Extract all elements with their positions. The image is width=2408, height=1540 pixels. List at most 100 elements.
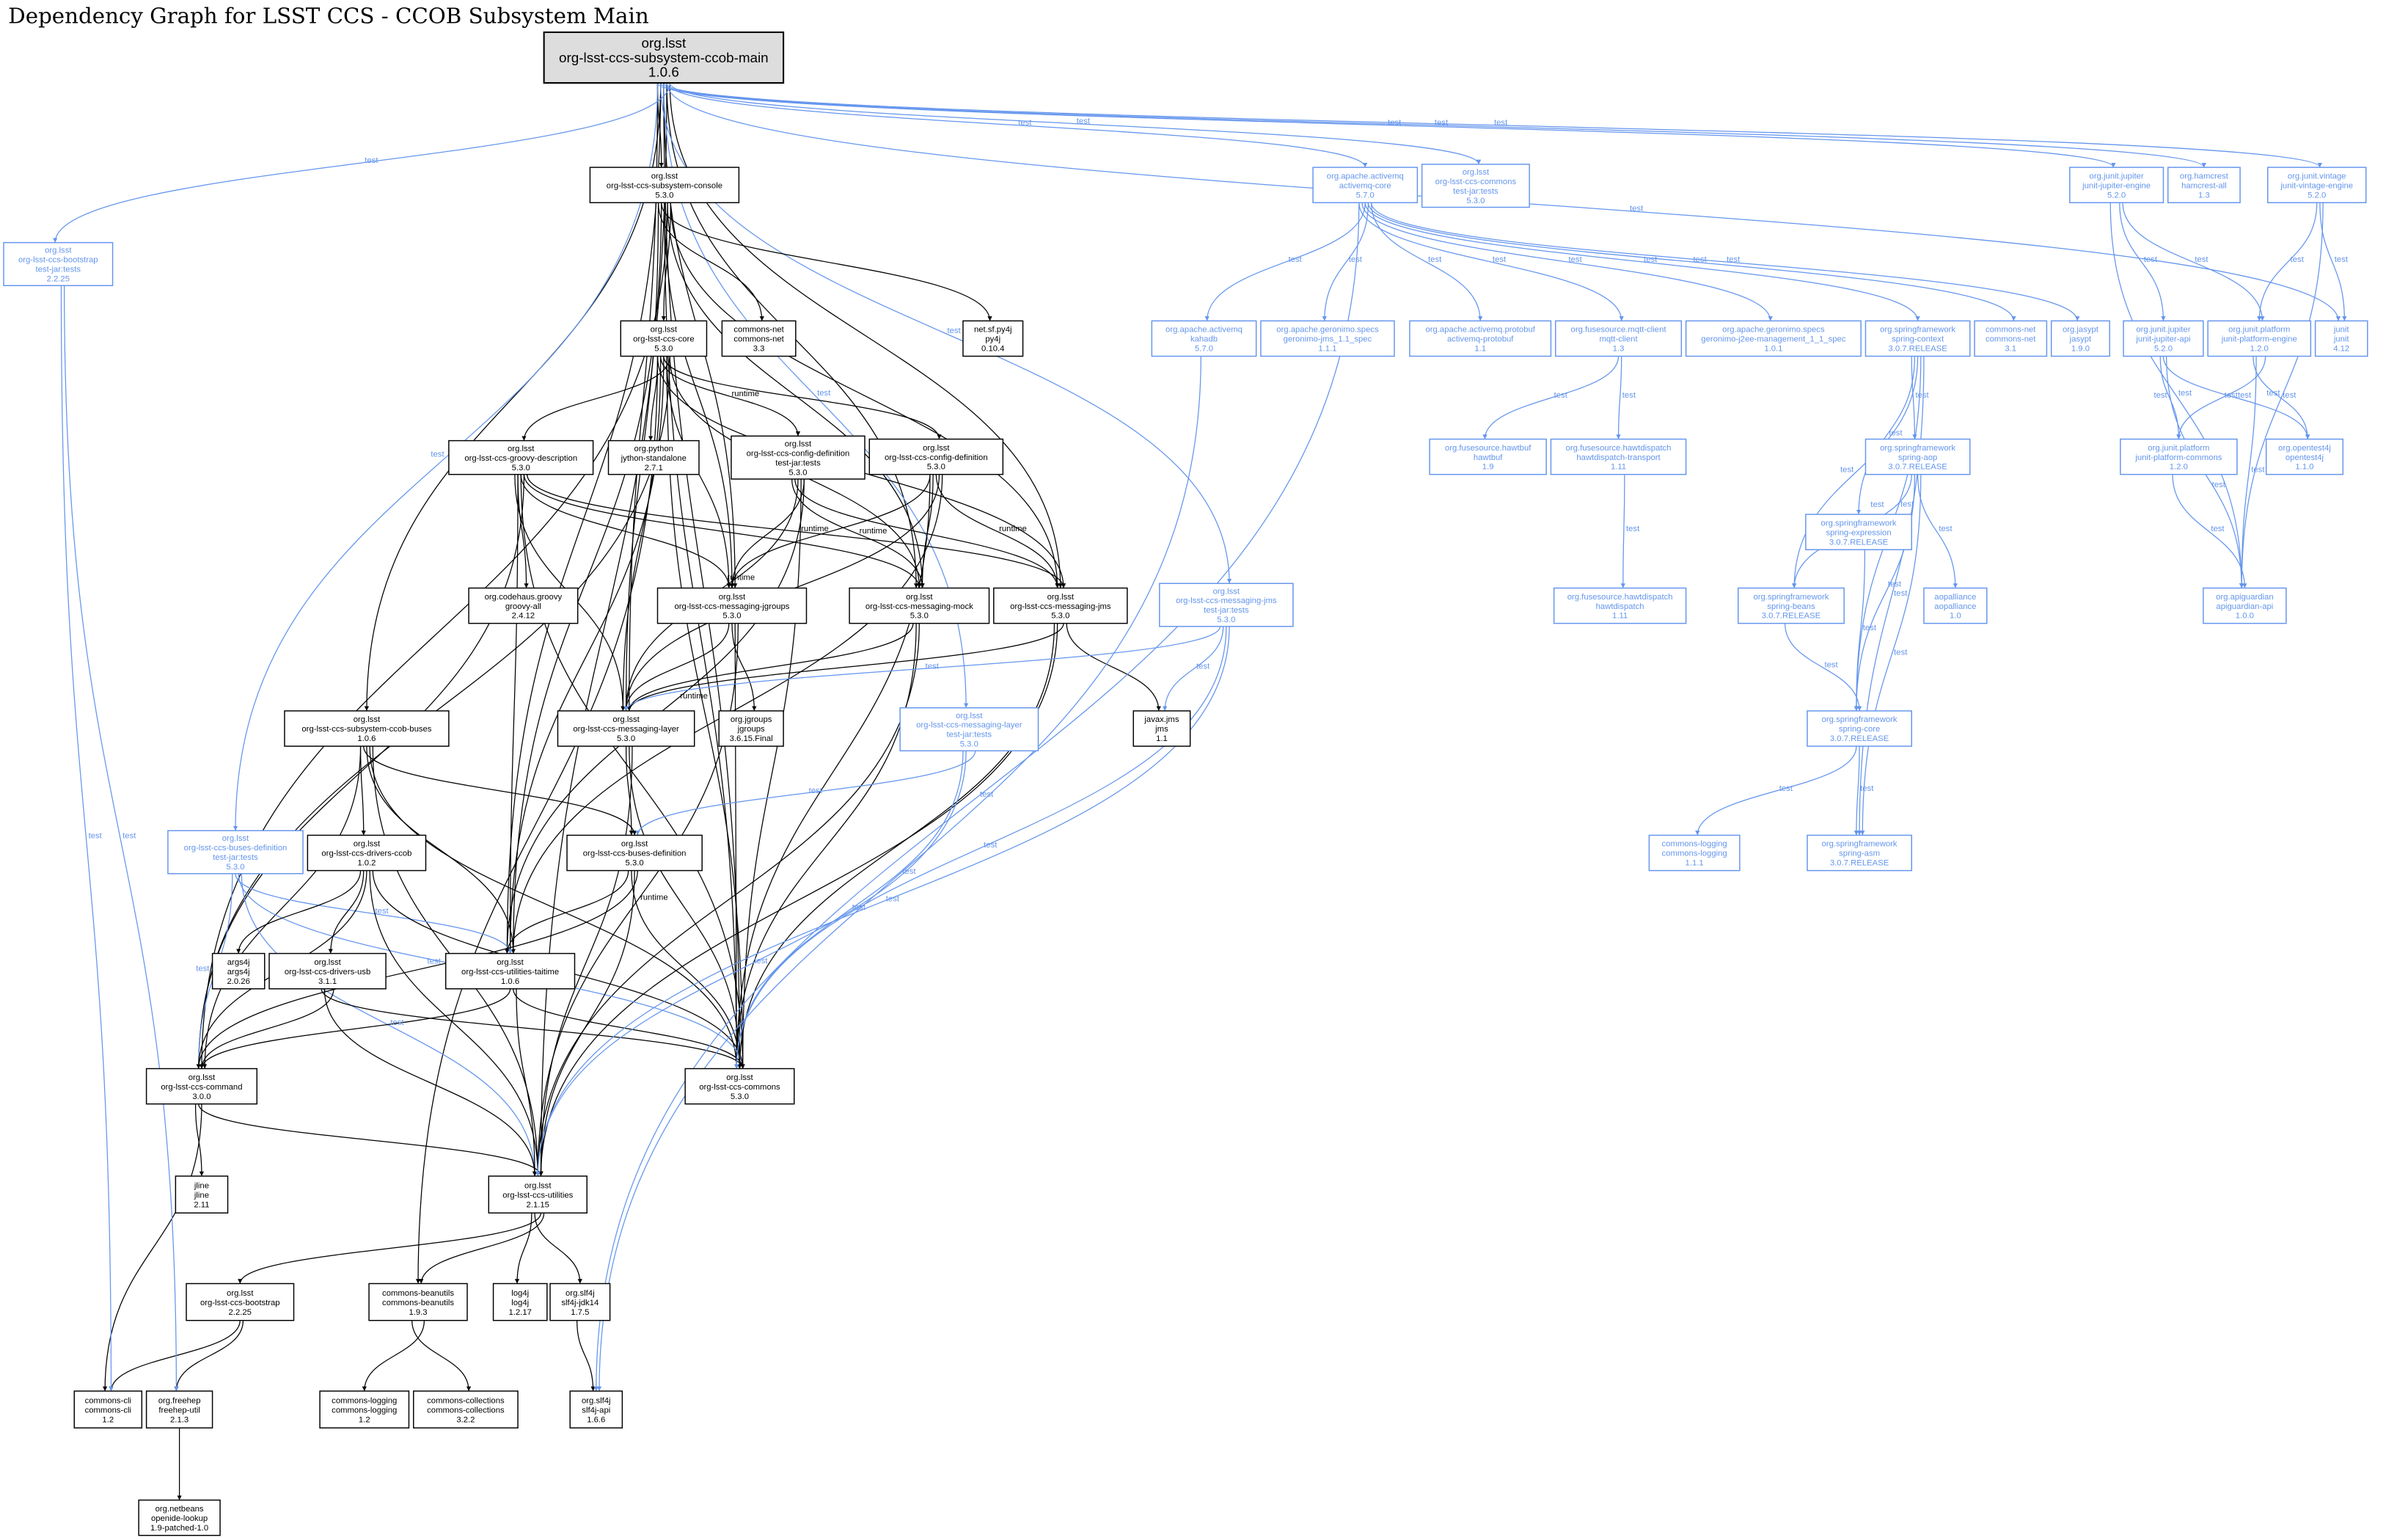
- node-classifier: test-jar:tests: [1453, 187, 1498, 196]
- node-classifier: test-jar:tests: [775, 459, 821, 467]
- node-artifact: org-lsst-ccs-messaging-jms: [1010, 602, 1111, 611]
- node-layer: org.lsstorg-lsst-ccs-messaging-layer5.3.…: [557, 710, 695, 747]
- node-version: 3.0.7.RELEASE: [1888, 463, 1947, 472]
- edge-busdef-to-commons: [631, 870, 742, 1069]
- edge-main-to-vintage: [663, 82, 2322, 168]
- edge-bootstrap-to-freehep: [174, 1320, 244, 1392]
- node-version: 1.0.2: [357, 859, 376, 868]
- node-artifact: org-lsst-ccs-core: [633, 335, 694, 344]
- node-version: 5.3.0: [927, 463, 945, 472]
- edge-mmock-to-commons: [734, 623, 917, 1069]
- node-version: 1.11: [1611, 463, 1626, 472]
- node-box: [211, 952, 266, 990]
- node-group: org.lsst: [719, 593, 746, 602]
- edge-label: test: [390, 1018, 404, 1027]
- edge-amqcore-to-jasypt: [1370, 202, 2080, 321]
- node-group: org.springframework: [1753, 593, 1829, 602]
- edge-mqtt-to-hdtransport: [1616, 356, 1622, 439]
- node-group: org.lsst: [227, 1289, 254, 1298]
- node-version: 1.2: [359, 1415, 370, 1424]
- edge-label: test: [1894, 649, 1908, 657]
- edge-layertests-to-busdef: [635, 751, 976, 836]
- node-artifact: geronimo-jms_1.1_spec: [1284, 335, 1372, 344]
- node-hdtransport: org.fusesource.hawtdispatchhawtdispatch-…: [1550, 438, 1687, 475]
- edge-label: test: [1435, 119, 1449, 128]
- node-artifact: org-lsst-ccs-commons: [1435, 178, 1517, 186]
- edge-label: test: [2195, 255, 2208, 264]
- edge-label: test: [1863, 624, 1877, 632]
- node-jupeng: org.junit.jupiterjunit-jupiter-engine5.2…: [2069, 167, 2164, 203]
- node-group: commons-logging: [1662, 840, 1727, 849]
- node-box: [138, 1499, 221, 1536]
- node-box: [1923, 587, 1988, 624]
- edge-drvccob-to-args4j: [236, 870, 362, 954]
- node-gerjms: org.apache.geronimo.specsgeronimo-jms_1.…: [1260, 320, 1395, 357]
- node-artifact: spring-asm: [1839, 850, 1880, 858]
- node-group: org.fusesource.hawtdispatch: [1567, 593, 1673, 602]
- node-box: [569, 1390, 623, 1428]
- node-springctx: org.springframeworkspring-context3.0.7.R…: [1864, 320, 1971, 357]
- node-box: [167, 830, 304, 875]
- node-group: org.springframework: [1880, 444, 1955, 453]
- edge-label: test: [122, 832, 136, 841]
- edge-label: test: [1622, 391, 1636, 400]
- node-artifact: org-lsst-ccs-utilities-taitime: [461, 968, 559, 977]
- edge-jmstests-to-javajms: [1163, 626, 1224, 711]
- node-artifact: junit-jupiter-api: [2135, 335, 2190, 344]
- node-groovy: org.lsstorg-lsst-ccs-groovy-description5…: [448, 439, 594, 475]
- node-artifact: commons-net: [1986, 335, 2036, 344]
- node-box: [684, 1068, 795, 1105]
- node-springaop: org.springframeworkspring-aop3.0.7.RELEA…: [1864, 438, 1971, 475]
- edge-label: test: [1428, 255, 1442, 264]
- edge-console-to-mjms: [670, 202, 1060, 588]
- node-version: 5.7.0: [1356, 191, 1375, 200]
- node-box: [557, 710, 695, 747]
- edge-cfgtests-to-mjgroups: [729, 478, 805, 588]
- node-group: org.lsst: [956, 712, 983, 720]
- edge-label: test: [1694, 255, 1708, 264]
- edge-label: test: [1349, 255, 1363, 264]
- node-artifact: org-lsst-ccs-drivers-ccob: [321, 850, 411, 858]
- edge-springcore-to-springasm: [1853, 746, 1860, 836]
- node-vintage: org.junit.vintagejunit-vintage-engine5.2…: [2267, 167, 2367, 203]
- edge-layertests-to-utilities: [535, 751, 967, 1177]
- node-version: 5.3.0: [1466, 197, 1485, 205]
- node-group: org.slf4j: [566, 1289, 595, 1298]
- node-box: [1260, 320, 1395, 357]
- edge-label: test: [1569, 255, 1583, 264]
- edge-label: test: [1939, 525, 1953, 533]
- edge-beanutils-to-clogging12: [362, 1320, 425, 1392]
- node-box: [849, 587, 990, 624]
- node-buses: org.lsstorg-lsst-ccs-subsystem-ccob-buse…: [284, 710, 450, 747]
- edge-mjms-to-utilities: [538, 623, 1058, 1177]
- node-commonstests: org.lsstorg-lsst-ccs-commonstest-jar:tes…: [1421, 164, 1530, 208]
- edge-label: test: [2178, 389, 2192, 398]
- node-box: [2207, 320, 2312, 357]
- edge-label: test: [1860, 784, 1874, 793]
- edge-mjms-to-javajms: [1066, 623, 1161, 711]
- node-box: [1807, 710, 1912, 747]
- node-group: org.lsst: [354, 840, 381, 849]
- node-artifact: junit-platform-engine: [2221, 335, 2297, 344]
- edge-label: test: [2291, 255, 2305, 264]
- node-artifact: commons-net: [733, 335, 784, 344]
- edge-kahadb-to-slf4japi: [596, 356, 1201, 1392]
- node-protobuf: org.apache.activemq.protobufactivemq-pro…: [1409, 320, 1552, 357]
- node-box: [1685, 320, 1862, 357]
- node-box: [2203, 587, 2287, 624]
- edge-label: runtime: [999, 525, 1027, 533]
- edge-label: test: [1727, 255, 1741, 264]
- edge-label: test: [984, 841, 998, 850]
- node-version: 1.0.6: [648, 65, 679, 80]
- node-box: [868, 438, 1004, 475]
- edge-springaop-to-springasm: [1860, 474, 1922, 836]
- node-version: 0.10.4: [981, 345, 1004, 354]
- node-group: commons-collections: [427, 1396, 505, 1405]
- node-box: [1864, 438, 1971, 475]
- node-artifact: hawtdispatch-transport: [1576, 453, 1661, 462]
- edge-drvccob-to-utilities: [369, 870, 541, 1177]
- node-group: org.lsst: [726, 1073, 753, 1082]
